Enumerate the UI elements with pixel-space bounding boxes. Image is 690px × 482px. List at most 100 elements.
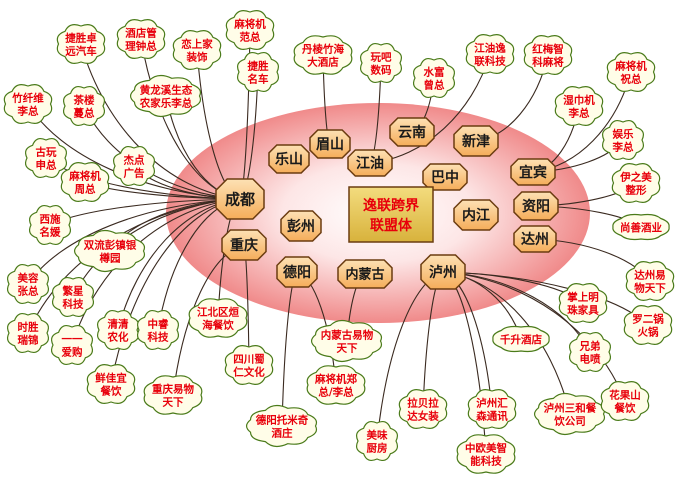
- member-label: 中欧美智: [465, 442, 507, 455]
- cloud-shape: [188, 298, 248, 338]
- member-label: 泸州三和餐: [544, 402, 597, 415]
- hub-shape: [215, 178, 265, 220]
- cloud-shape: [465, 34, 515, 74]
- cloud-shape: [558, 283, 608, 323]
- member-label: 广告: [124, 167, 145, 180]
- member-label: 竹纤维: [11, 92, 44, 105]
- cloud-shape: [306, 365, 366, 405]
- member-label: 麻将机: [233, 18, 266, 31]
- hub-shape: [513, 191, 559, 221]
- cloud-shape: [356, 420, 398, 462]
- cloud-shape: [606, 52, 656, 92]
- cloud-shape: [29, 204, 71, 246]
- cloud-shape: [625, 261, 675, 301]
- member-label: 大酒店: [307, 56, 339, 69]
- title-line-1: 逸联跨界: [363, 197, 420, 214]
- hub-label: 彭州: [287, 218, 315, 235]
- hub-shape: [268, 144, 310, 174]
- member-label: 饮公司: [553, 415, 586, 428]
- cloud-shape: [51, 324, 93, 366]
- member-label: 曾总: [424, 79, 445, 92]
- member-label: 泸州汇: [476, 397, 508, 410]
- hub-shape: [510, 158, 556, 186]
- hub-yunnan: 云南: [389, 117, 435, 147]
- member-label: 酒店管: [125, 27, 157, 40]
- member-label: 玩吧: [371, 52, 392, 64]
- member-label: 伊之美: [619, 171, 652, 184]
- member-label: 繁星: [62, 285, 84, 298]
- hub-label: 内江: [462, 207, 490, 224]
- hub-label: 达州: [521, 231, 549, 248]
- hub-shape: [276, 256, 318, 288]
- member-label: 申总: [36, 159, 57, 172]
- member-label: 花果山: [609, 389, 641, 402]
- hub-label: 新津: [462, 133, 490, 150]
- member-label: 爱购: [62, 346, 83, 359]
- cloud-shape: [456, 434, 516, 474]
- member-label: 四川蜀: [233, 354, 265, 366]
- member-label: 德阳托米奇: [255, 414, 309, 427]
- cloud-shape: [293, 35, 353, 75]
- member-label: 美味: [367, 429, 388, 442]
- member-label: 海餐饮: [202, 319, 234, 332]
- member-label: 祝总: [621, 73, 642, 86]
- member-label: 内蒙古易物: [321, 329, 374, 342]
- member-label: 重庆易物: [152, 383, 194, 396]
- member-label: 樽园: [100, 252, 121, 265]
- member-label: 一一: [62, 334, 83, 346]
- cloud-shape: [611, 163, 661, 203]
- cloud-shape: [533, 392, 606, 436]
- hub-label: 资阳: [522, 198, 550, 215]
- cloud-shape: [3, 84, 53, 124]
- member-label: 范总: [240, 31, 261, 44]
- member-label: 餐饮: [614, 402, 636, 415]
- member-label: 农化: [107, 331, 129, 344]
- member-label: 美容: [18, 272, 39, 285]
- hub-luzhou: 泸州: [420, 254, 466, 290]
- member-label: 捷胜卓: [65, 32, 97, 45]
- hub-label: 德阳: [283, 264, 311, 281]
- member-label: 湿巾机: [563, 94, 595, 107]
- hub-label: 云南: [398, 124, 426, 141]
- hub-chongqing: 重庆: [221, 229, 267, 261]
- member-label: 珠家具: [567, 304, 599, 317]
- cloud-shape: [60, 162, 110, 202]
- member-label: 江北区烜: [197, 306, 239, 319]
- member-label: 千升酒店: [500, 333, 542, 346]
- connector-line: [442, 271, 626, 402]
- cloud-shape: [7, 263, 49, 305]
- member-qiansheng: 千升酒店: [492, 325, 550, 353]
- member-label: 酒庄: [272, 427, 293, 440]
- member-label: 江油逸: [474, 42, 506, 55]
- cloud-shape: [73, 229, 146, 273]
- hub-label: 眉山: [316, 137, 344, 153]
- member-label: 麻将机: [68, 170, 101, 183]
- member-label: 瑞锦: [18, 334, 39, 347]
- member-shangshan: 尚善酒业: [612, 213, 670, 241]
- cloud-shape: [224, 345, 274, 385]
- hub-shape: [347, 149, 393, 177]
- cloud-shape: [7, 312, 49, 354]
- member-label: 中睿: [148, 318, 169, 331]
- hub-deyang: 德阳: [276, 256, 318, 288]
- hub-label: 内蒙古: [345, 267, 384, 283]
